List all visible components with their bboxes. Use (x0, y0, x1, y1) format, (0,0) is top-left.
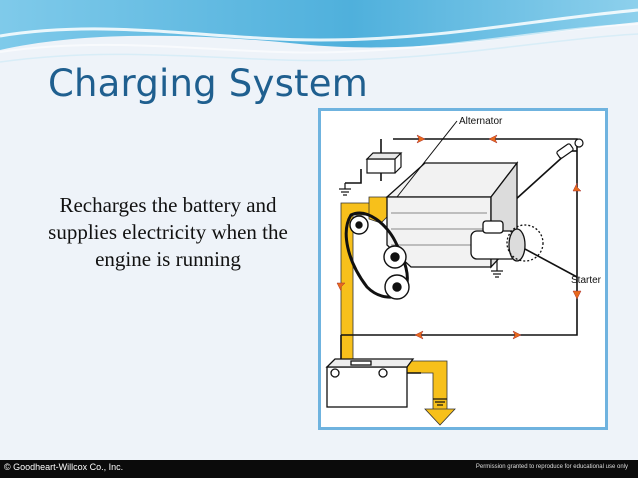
alternator-leader (396, 120, 458, 198)
regulator-ground (339, 183, 351, 196)
ignition-switch (556, 138, 584, 159)
battery-ground (433, 398, 447, 406)
starter-label: Starter (571, 275, 602, 286)
footer-bar: © Goodheart-Willcox Co., Inc. Permission… (0, 460, 638, 478)
diagram-drawing: Alternator Starter (325, 116, 602, 426)
alternator-label: Alternator (459, 116, 503, 127)
charging-system-diagram: Alternator Starter (318, 108, 608, 430)
permission-text: Permission granted to reproduce for educ… (475, 464, 628, 470)
battery (325, 358, 415, 408)
starter-motor (470, 220, 544, 262)
starter-ground (491, 259, 503, 278)
slide-title: Charging System (48, 62, 368, 105)
header-wave-band (0, 0, 638, 78)
flow-arrows (336, 134, 582, 340)
belt-and-pulleys (344, 211, 410, 300)
slide-body-text: Recharges the battery and supplies elect… (48, 193, 288, 271)
voltage-regulator (365, 152, 403, 174)
copyright-text: © Goodheart-Willcox Co., Inc. (4, 462, 124, 472)
